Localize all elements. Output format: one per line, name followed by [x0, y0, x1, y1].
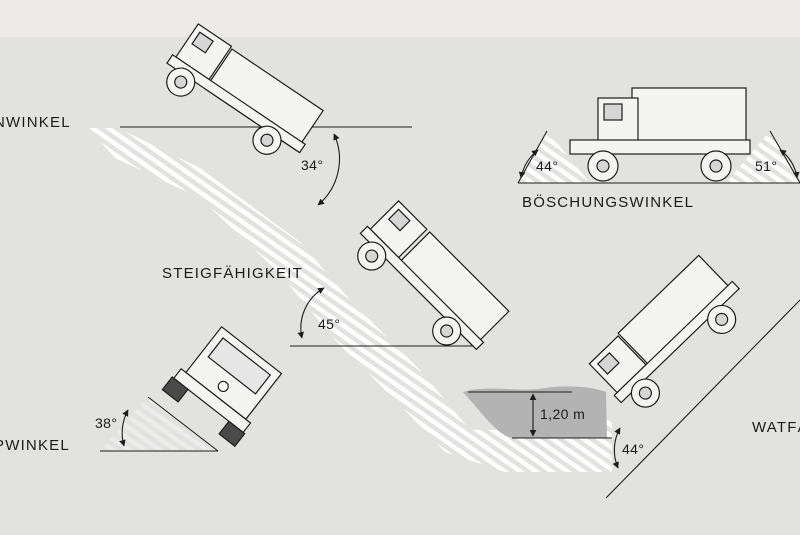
climb-angle-label: 45°: [318, 316, 341, 332]
departure-angle-label: 51°: [755, 158, 778, 174]
wade-exit-slope: [605, 299, 800, 499]
truck-descending-icon: [166, 23, 324, 155]
truck-level-icon: [569, 87, 751, 182]
boeschungswinkel-label: BÖSCHUNGSWINKEL: [522, 194, 695, 211]
approach-wedge: [518, 131, 590, 183]
truck-wading-icon: [588, 254, 741, 408]
descent-angle-label: 34°: [301, 157, 324, 173]
wade-angle-label: 44°: [622, 441, 645, 457]
rampenwinkel-label: NWINKEL: [0, 114, 71, 131]
departure-angle-arc: [779, 149, 800, 179]
descent-angle-arc: [317, 133, 340, 206]
terrain-hatch-main: [88, 128, 612, 472]
approach-angle-label: 44°: [536, 158, 559, 174]
steigfaehigkeit-label: STEIGFÄHIGKEIT: [162, 265, 303, 282]
kipp-wedge: [100, 397, 214, 451]
approach-angle-arc: [518, 149, 539, 179]
kipp-angle-arc: [119, 409, 129, 447]
watfaehigkeit-label: WATFÄ: [752, 419, 800, 436]
tilt-angle-label: 38°: [95, 415, 118, 431]
kipp-slope-line: [147, 396, 219, 452]
truck-climbing-icon: [357, 200, 510, 351]
wading-depth-label: 1,20 m: [540, 406, 586, 422]
top-band: [0, 0, 800, 37]
wade-angle-arc: [612, 427, 621, 469]
truck-tilted-rear-icon: [161, 325, 283, 448]
climb-angle-arc: [297, 287, 325, 339]
kippwinkel-label: PWINKEL: [0, 437, 70, 454]
